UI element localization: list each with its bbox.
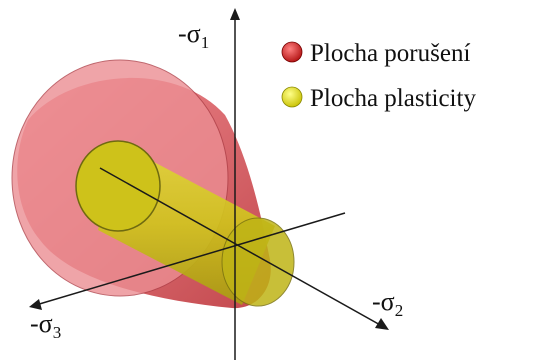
sigma2-axis xyxy=(99,167,383,327)
yield-surface xyxy=(75,140,295,307)
yield-surface-end xyxy=(221,217,295,307)
sigma3-arrowhead xyxy=(29,299,42,310)
legend-marker-failure xyxy=(281,41,303,63)
legend-label-yield: Plocha plasticity xyxy=(310,85,476,112)
legend-marker-yield xyxy=(281,86,303,108)
coordinate-axes xyxy=(29,8,389,360)
legend: Plocha porušení Plocha plasticity xyxy=(281,40,476,112)
sigma3-axis xyxy=(35,212,346,306)
yield-surface-base xyxy=(75,140,161,232)
sigma2-arrowhead xyxy=(375,318,389,330)
sigma1-arrowhead xyxy=(230,8,240,20)
legend-label-failure: Plocha porušení xyxy=(310,40,470,67)
sigma1-label: -σ1 xyxy=(178,19,209,52)
sigma3-label: -σ3 xyxy=(30,309,61,342)
sigma2-label: -σ2 xyxy=(372,287,403,320)
